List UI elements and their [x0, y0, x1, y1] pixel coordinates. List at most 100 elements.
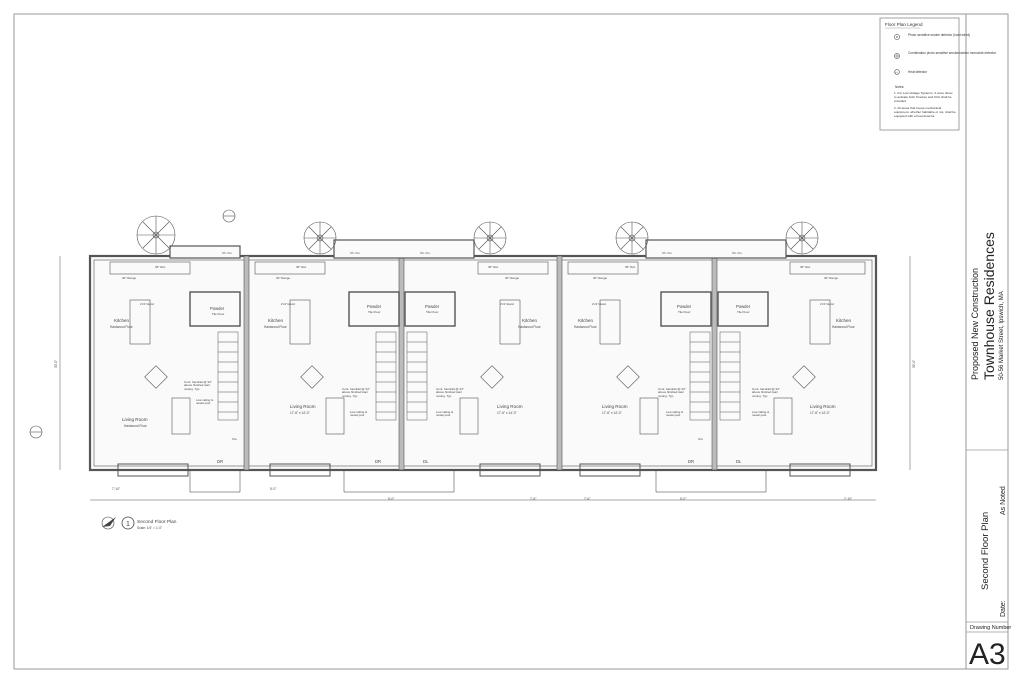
kitchen-counter	[477, 261, 549, 275]
front-porch	[189, 469, 241, 493]
island-label: 2'x3' Island	[140, 302, 154, 306]
interior-stair	[689, 331, 711, 421]
legend-item-label: Combination photo sensitive smoke/carbon…	[908, 51, 997, 55]
range-label: 30" Range	[593, 276, 607, 280]
handrail-note: Cont. handrail @ 34" above finished stai…	[658, 388, 686, 398]
dr-label: DR	[217, 459, 223, 464]
legend-item-1-label: Photo sensitive smoke detector (hard wir…	[908, 33, 970, 37]
range-label: 30" Range	[505, 276, 519, 280]
dl-label: DL	[736, 459, 742, 464]
combo-detector-icon	[894, 53, 900, 59]
powder-room	[348, 291, 400, 327]
interior-stair	[375, 331, 397, 421]
living-room-floor-label: Hardwood Floor	[124, 424, 148, 428]
kitchen-label: Kitchen	[578, 318, 594, 323]
heat-detector-icon: H	[894, 69, 900, 75]
living-room-dim: 17'-6" x 14'-0"	[810, 411, 830, 415]
plan-labels: Kitchen Kitchen Kitchen Kitchen Kitchen …	[54, 251, 916, 501]
powder-floor-label: Tile Floor	[678, 310, 690, 314]
kitchen-label: Kitchen	[522, 318, 538, 323]
sofa	[773, 397, 793, 435]
project-line1: Proposed New Construction	[970, 268, 980, 380]
demising-wall	[556, 255, 563, 471]
ref-label: 36" Ref.	[625, 265, 636, 269]
powder-label: Powder	[677, 304, 692, 309]
kitchen-counter	[109, 261, 191, 275]
railing-note: Low railing & newel post	[350, 411, 367, 417]
project-address: 50-56 Market Street, Ipswich, MA	[999, 291, 1005, 380]
coffee-table	[792, 365, 816, 389]
sofa	[325, 397, 345, 435]
kitchen-island	[129, 299, 151, 345]
sofa	[459, 397, 479, 435]
building-outline	[88, 254, 878, 472]
interior-stair	[406, 331, 428, 421]
ref-label: 36" Ref.	[800, 265, 811, 269]
section-marker	[222, 209, 236, 223]
legend-item-label: Photo sensitive smoke detector (hard wir…	[908, 33, 970, 37]
powder-room	[717, 291, 769, 327]
kitchen-label: Kitchen	[268, 318, 284, 323]
kitchen-island	[809, 299, 831, 345]
legend-item-3-label: Heat detector	[908, 70, 928, 74]
demising-wall	[711, 255, 718, 471]
railing-note: Low railing & newel post	[196, 399, 213, 405]
title-block: Proposed New Construction Townhouse Resi…	[966, 232, 1011, 671]
view-number-circle	[121, 516, 135, 530]
kitchen-island	[289, 299, 311, 345]
kitchen-floor-label: Hardwood Floor	[110, 325, 134, 329]
smoke-detector-icon	[894, 34, 900, 40]
living-room-label: Living Room	[810, 404, 836, 409]
span-dim: 5'-0"	[680, 497, 686, 501]
kitchen-counter	[789, 261, 866, 275]
railing-note: Low railing & newel post	[666, 411, 683, 417]
spiral-stair	[136, 215, 176, 255]
powder-floor-label: Tile Floor	[737, 310, 749, 314]
rear-bump	[645, 239, 787, 259]
second-floor-plan	[29, 209, 911, 501]
ch-fin-label: Ch. Fin.	[222, 251, 233, 255]
legend-title: Floor Plan Legend	[885, 22, 923, 27]
view-scale-label: Scale: 1/4" = 1'-0"	[137, 526, 162, 530]
front-bay	[789, 463, 851, 477]
island-label: 2'x3' Island	[500, 302, 514, 306]
ref-label: 36" Ref.	[296, 265, 307, 269]
front-bay	[579, 463, 641, 477]
living-room-dim: 17'-6" x 14'-0"	[602, 411, 622, 415]
powder-floor-label: Tile Floor	[426, 310, 438, 314]
handrail-note: Cont. handrail @ 34" above finished stai…	[752, 388, 780, 398]
sheet-border	[13, 13, 1009, 670]
ch-fin-label: Ch. Fin.	[662, 251, 673, 255]
powder-label: Powder	[425, 304, 440, 309]
dr-label: DR	[375, 459, 381, 464]
railing-note: Low railing & newel post	[436, 411, 453, 417]
spiral-stair	[473, 221, 507, 255]
floor-plan-legend: Floor Plan Legend Photo sensitive smoke …	[879, 17, 997, 131]
clo-label: Clo.	[698, 437, 704, 441]
unit-width-dim: 7'-10"	[844, 497, 852, 501]
handrail-note: Cont. handrail @ 34" above finished stai…	[436, 388, 464, 398]
range-label: 30" Range	[824, 276, 838, 280]
powder-label: Powder	[210, 306, 225, 311]
front-bay	[479, 463, 541, 477]
rear-bump	[169, 245, 241, 259]
demising-wall	[243, 255, 250, 471]
north-arrow-icon	[101, 516, 116, 530]
overall-depth-dim: 30'-0"	[912, 360, 916, 368]
scale-value: As Noted	[1000, 486, 1007, 515]
legend-notes-title: Notes:	[895, 85, 904, 89]
coffee-table	[144, 365, 168, 389]
living-room-label: Living Room	[602, 404, 628, 409]
island-label: 2'x3' Island	[281, 302, 295, 306]
kitchen-floor-label: Hardwood Floor	[264, 325, 288, 329]
dl-label: DL	[423, 459, 429, 464]
spiral-stair	[615, 221, 649, 255]
ch-fin-label: Ch. Fin.	[350, 251, 361, 255]
powder-room	[404, 291, 456, 327]
powder-room	[189, 291, 241, 327]
view-title: 1 Second Floor Plan Scale: 1/4" = 1'-0"	[101, 516, 177, 530]
powder-room	[660, 291, 712, 327]
kitchen-island	[599, 299, 621, 345]
handrail-note: Cont. handrail @ 34" above finished stai…	[184, 381, 212, 391]
